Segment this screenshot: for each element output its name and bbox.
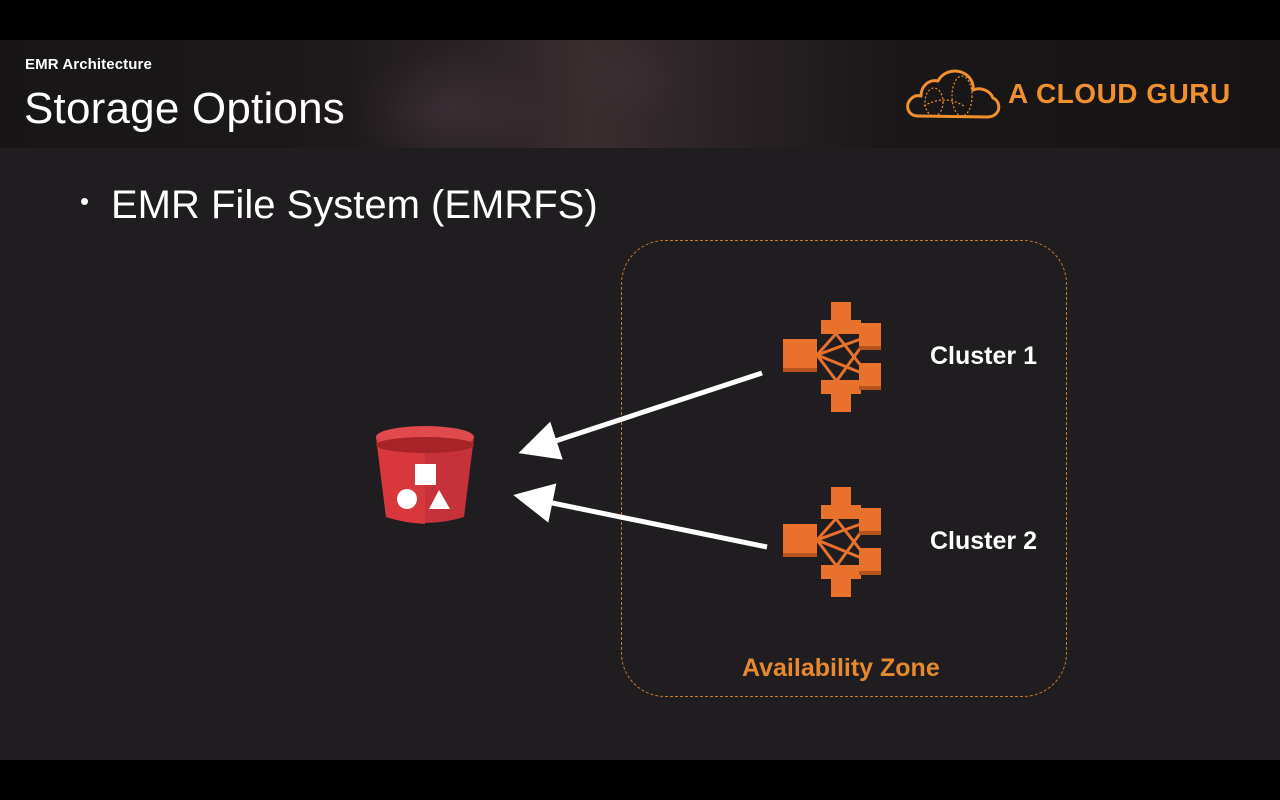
availability-zone-label: Availability Zone [742, 654, 940, 682]
arrows-layer [513, 370, 768, 550]
arrow-cluster-1-to-bucket [518, 370, 763, 460]
section-label: EMR Architecture [25, 56, 152, 73]
emr-cluster-2-icon [783, 487, 881, 597]
slide-title: Storage Options [24, 84, 345, 133]
cloud-logo-icon [906, 69, 1001, 119]
availability-zone-box [621, 240, 1067, 697]
s3-bucket-icon [376, 426, 474, 524]
bullet-item-emrfs: EMR File System (EMRFS) [111, 183, 598, 227]
brand-logo-text: A CLOUD GURU [1008, 78, 1231, 109]
header-background-photo [330, 40, 750, 148]
emr-cluster-1-icon [783, 302, 881, 412]
bullet-marker: • [80, 186, 90, 216]
arrow-cluster-2-to-bucket [513, 483, 768, 550]
letterbox-top [0, 0, 1280, 40]
cluster-2-label: Cluster 2 [930, 527, 1037, 555]
letterbox-bottom [0, 760, 1280, 800]
slide-header: EMR Architecture Storage Options A CLOUD… [0, 40, 1280, 148]
slide: EMR Architecture Storage Options A CLOUD… [0, 40, 1280, 760]
brand-logo: A CLOUD GURU [904, 66, 1244, 122]
cluster-1-label: Cluster 1 [930, 342, 1037, 370]
